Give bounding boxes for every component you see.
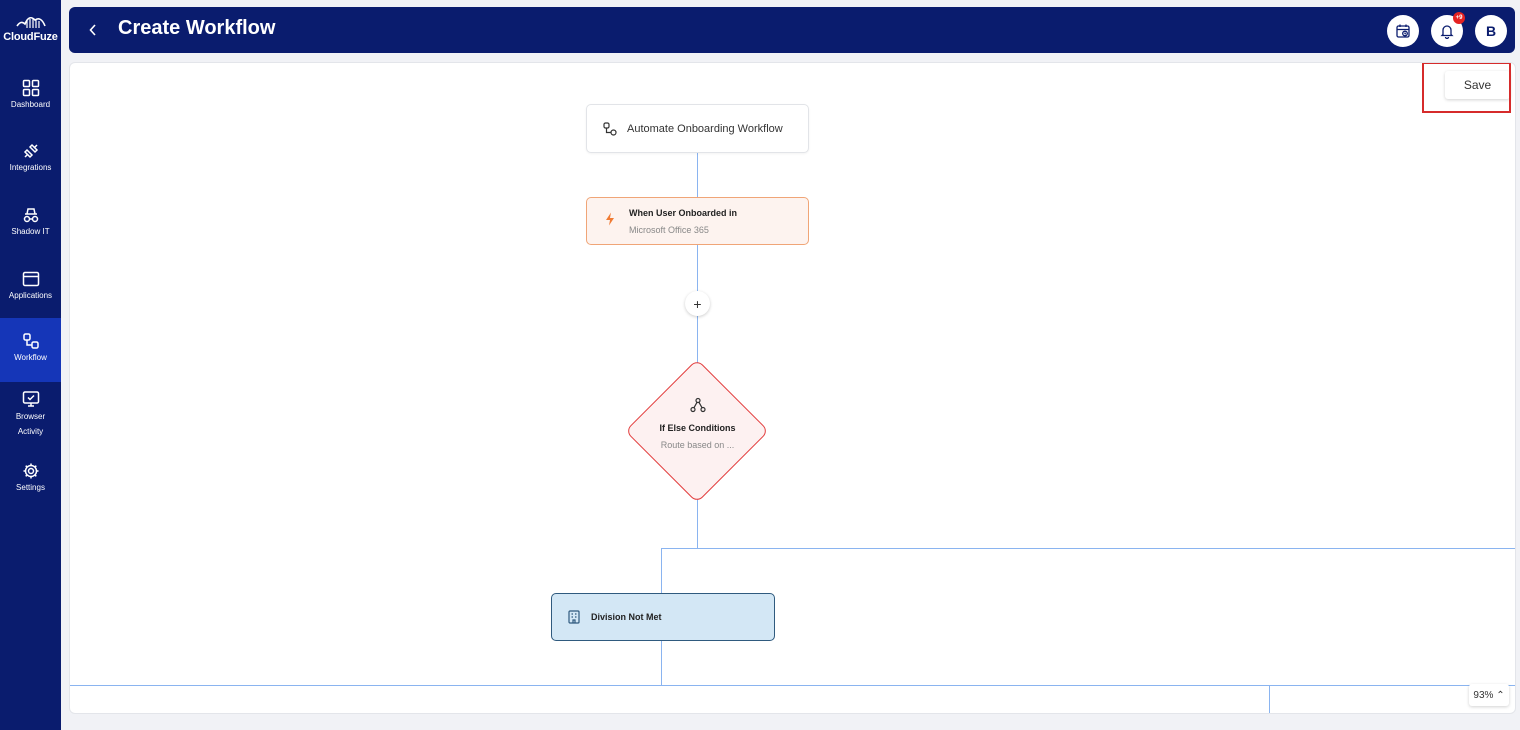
brand-logo[interactable]: CloudFuze: [0, 12, 61, 52]
connector-line: [697, 498, 698, 548]
sidebar: CloudFuze Dashboard Integrations Shadow …: [0, 0, 61, 730]
sidebar-item-label: Shadow IT: [11, 227, 50, 236]
connector-line: [661, 641, 662, 686]
trigger-node[interactable]: When User Onboarded in Microsoft Office …: [586, 197, 809, 245]
window-icon: [22, 271, 39, 287]
building-icon: [568, 610, 580, 624]
division-not-met-node[interactable]: Division Not Met: [551, 593, 775, 641]
sidebar-item-settings[interactable]: Settings: [0, 454, 61, 518]
sidebar-item-label: Browser Activity: [15, 412, 46, 436]
plug-icon: [23, 143, 38, 159]
brand-name: CloudFuze: [3, 31, 58, 43]
notifications-button[interactable]: +9: [1431, 12, 1465, 47]
connector-line: [697, 245, 698, 291]
page-title: Create Workflow: [118, 17, 276, 39]
if-else-condition-node[interactable]: [624, 358, 770, 504]
save-button[interactable]: Save: [1445, 71, 1510, 99]
cloudfuze-logo-icon: [15, 16, 46, 28]
workflow-canvas[interactable]: Save Automate Onboarding Workflow When U…: [69, 62, 1516, 714]
sidebar-item-dashboard[interactable]: Dashboard: [0, 70, 61, 134]
sidebar-item-applications[interactable]: Applications: [0, 262, 61, 326]
sidebar-item-label: Dashboard: [10, 100, 51, 109]
connector-line: [661, 548, 662, 593]
notification-badge: +9: [1453, 12, 1465, 24]
spy-icon: [23, 208, 38, 223]
bell-icon: [1440, 25, 1454, 39]
chevron-left-icon: [89, 24, 96, 36]
monitor-icon: [22, 391, 39, 407]
sidebar-item-shadow-it[interactable]: Shadow IT: [0, 198, 61, 262]
connector-line: [1269, 685, 1270, 713]
sidebar-item-label: Workflow: [14, 353, 47, 362]
top-header: Create Workflow +9 B: [69, 7, 1515, 53]
trigger-subtitle: Microsoft Office 365: [629, 225, 709, 235]
workflow-name: Automate Onboarding Workflow: [627, 122, 783, 135]
calendar-button[interactable]: [1387, 15, 1419, 47]
add-step-button[interactable]: +: [685, 291, 710, 316]
calendar-clock-icon: [1396, 24, 1410, 38]
workflow-name-node[interactable]: Automate Onboarding Workflow: [586, 104, 809, 153]
branch-line: [70, 685, 1515, 686]
connector-line: [697, 153, 698, 197]
sidebar-item-workflow[interactable]: Workflow: [0, 318, 61, 382]
sidebar-item-browser-activity[interactable]: Browser Activity: [0, 382, 61, 452]
sidebar-item-integrations[interactable]: Integrations: [0, 134, 61, 198]
user-avatar[interactable]: B: [1475, 15, 1507, 47]
zoom-control[interactable]: 93% ⌃: [1469, 684, 1509, 706]
trigger-title: When User Onboarded in: [629, 208, 738, 218]
grid-icon: [22, 79, 39, 97]
workflow-icon: [603, 121, 617, 136]
connector-line: [697, 316, 698, 366]
sidebar-item-label: Settings: [16, 483, 45, 492]
sidebar-item-label: Integrations: [9, 163, 52, 172]
gear-icon: [23, 463, 38, 479]
workflow-icon: [22, 333, 39, 349]
branch-line: [661, 548, 1515, 549]
sidebar-item-label: Applications: [8, 291, 53, 300]
branch-title: Division Not Met: [591, 612, 662, 622]
avatar-initial: B: [1485, 23, 1497, 39]
back-button[interactable]: [83, 19, 103, 41]
lightning-icon: [606, 212, 614, 226]
